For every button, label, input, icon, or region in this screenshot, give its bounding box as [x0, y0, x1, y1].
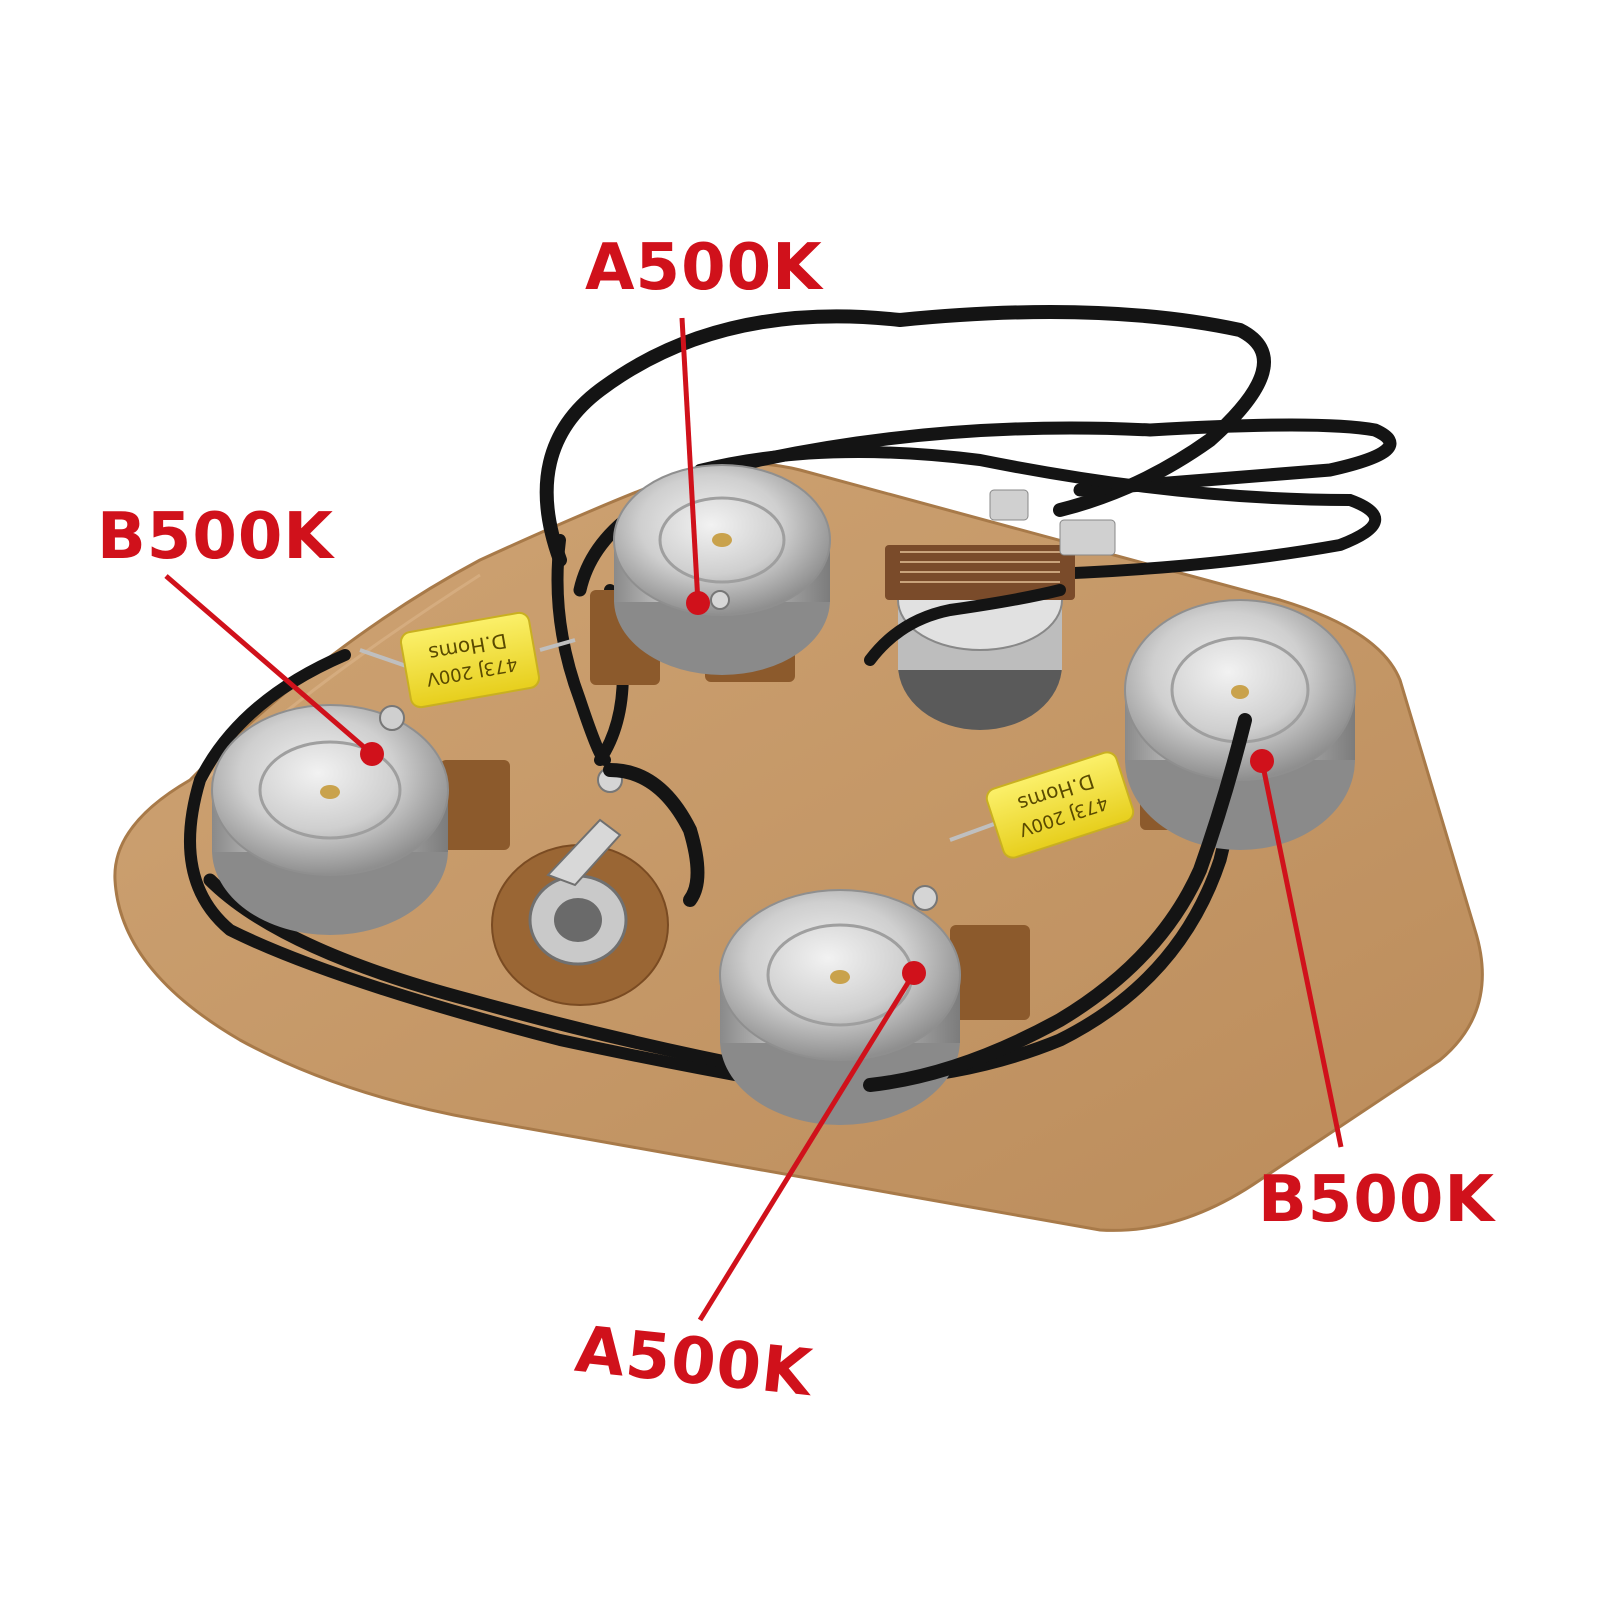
- capacitor-left: 473J 200V D.Homs: [359, 611, 576, 709]
- callout-label-top-pot: A500K: [585, 231, 823, 305]
- callout-label-left-pot: B500K: [97, 500, 334, 574]
- wires-front: [863, 584, 1252, 1092]
- output-jack: [491, 767, 669, 1006]
- callout-label-right-pot: B500K: [1258, 1163, 1495, 1237]
- pot-left: [211, 704, 510, 935]
- pot-top: [590, 464, 831, 685]
- callout-pointers: [164, 317, 1344, 1322]
- capacitor-right: 473J 200V D.Homs: [949, 751, 1135, 859]
